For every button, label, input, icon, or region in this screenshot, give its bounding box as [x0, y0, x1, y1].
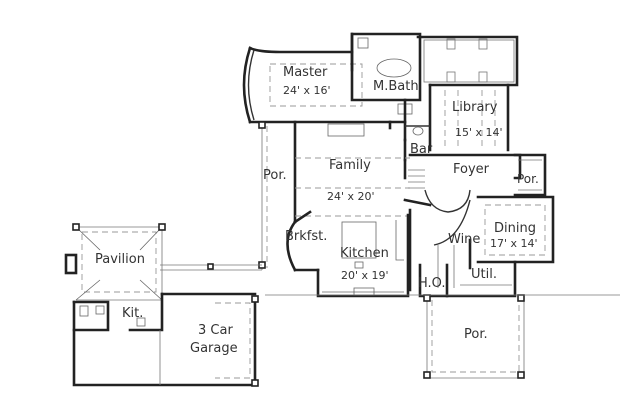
master-suite-walls	[242, 32, 422, 142]
room-label-brkfst: Brkfst.	[285, 229, 328, 244]
pavilion	[64, 223, 166, 301]
room-dims-kitchen: 20' x 19'	[341, 269, 389, 282]
room-label-garage-line2: Garage	[190, 341, 238, 356]
room-dims-dining: 17' x 14'	[490, 237, 538, 250]
room-label-mbath: M.Bath	[373, 79, 419, 94]
right-porch	[513, 153, 547, 197]
room-label-family: Family	[329, 158, 371, 173]
family-room-walls	[293, 120, 410, 224]
room-label-wine: Wine	[448, 232, 481, 247]
room-label-pavilion: Pavilion	[95, 252, 145, 267]
room-label-dining: Dining	[494, 221, 536, 236]
room-dims-library: 15' x 14'	[455, 126, 503, 139]
kitchen-walls	[316, 213, 410, 298]
room-label-porch-left: Por.	[263, 168, 287, 183]
room-label-bar: Bar	[410, 142, 433, 157]
room-label-foyer: Foyer	[453, 162, 490, 177]
room-label-kitchen: Kitchen	[340, 246, 389, 261]
library-walls	[428, 83, 510, 152]
room-label-library: Library	[452, 100, 498, 115]
breakfast-bay-walls	[286, 210, 320, 272]
garage-walls	[72, 292, 259, 387]
front-porch	[423, 294, 525, 379]
ho-util-walls	[418, 260, 517, 298]
room-label-ho: H.O.	[418, 276, 446, 291]
room-label-util: Util.	[471, 267, 497, 282]
left-porch	[258, 121, 268, 270]
room-label-garage-line1: 3 Car	[198, 323, 233, 338]
room-label-master: Master	[283, 65, 328, 80]
room-label-porch-right: Por.	[517, 172, 539, 186]
foyer-walls	[403, 153, 522, 292]
room-dims-master: 24' x 16'	[283, 84, 331, 97]
bar-walls	[403, 125, 430, 162]
room-label-porch-front: Por.	[464, 327, 488, 342]
walk-in-closet-walls	[416, 35, 519, 87]
breezeway	[160, 263, 620, 296]
room-dims-family: 24' x 20'	[327, 190, 375, 203]
room-label-kit: Kit.	[122, 306, 144, 321]
